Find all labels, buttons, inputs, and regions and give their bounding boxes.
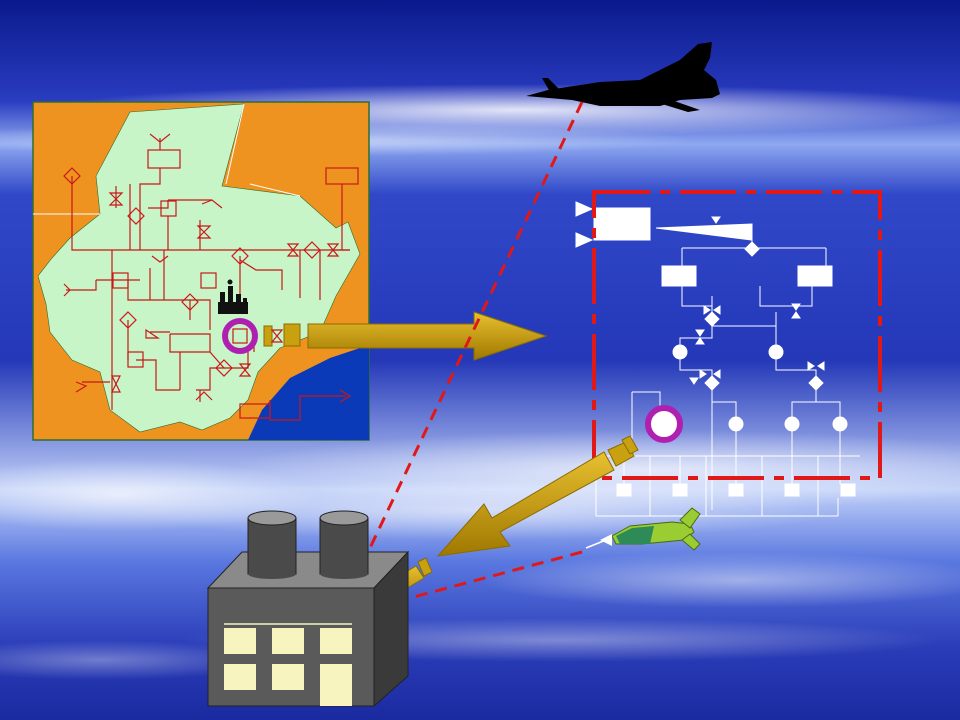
building-chimneys	[247, 510, 369, 579]
map-service-zone	[37, 103, 361, 433]
target-boundary	[592, 190, 882, 480]
transition-arrow	[307, 311, 548, 361]
map-water-region	[248, 345, 369, 440]
schematic-diagram	[575, 201, 860, 517]
power-plant-icon	[218, 279, 248, 314]
strike-paths	[348, 101, 584, 600]
attack-arrow	[436, 435, 639, 557]
map-boundary-lines	[33, 103, 301, 215]
factory-building-icon	[206, 510, 410, 708]
input-arrow-1	[575, 201, 594, 217]
jet-fighter-icon	[526, 42, 720, 112]
target-ring-icon	[222, 318, 258, 354]
building-windows	[224, 628, 352, 706]
network-map	[32, 101, 370, 441]
link-segments	[263, 323, 301, 347]
input-arrow-2	[575, 232, 594, 248]
diagram-target-icon	[645, 405, 683, 443]
guided-bomb-icon	[585, 507, 701, 551]
network-nodes	[63, 133, 352, 403]
source-block	[593, 207, 651, 241]
